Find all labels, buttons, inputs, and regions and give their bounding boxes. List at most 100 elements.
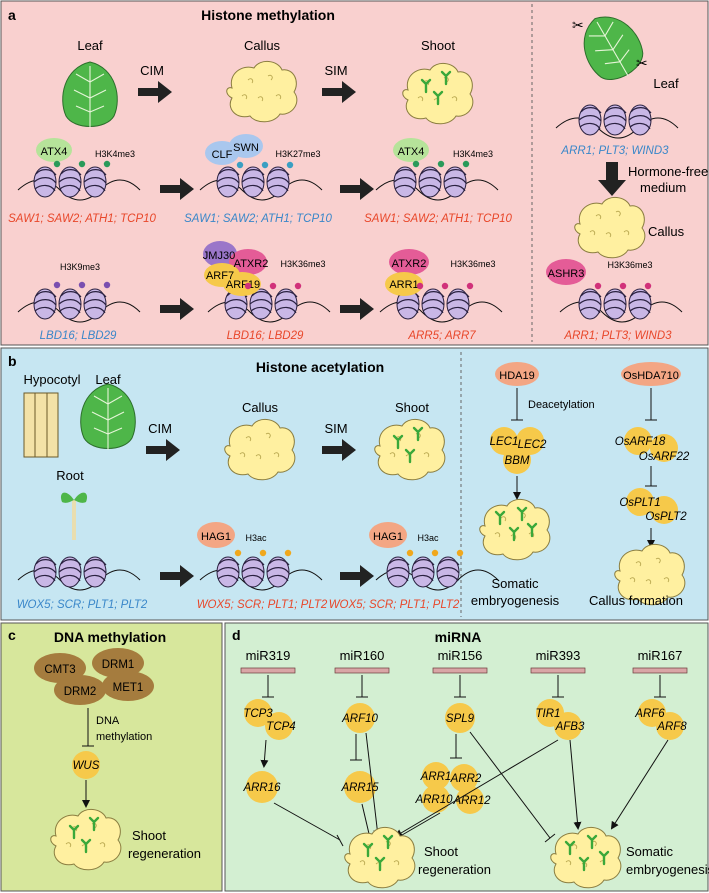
callus-formation-label: Callus formation — [589, 593, 683, 608]
panel-b-title: Histone acetylation — [256, 359, 384, 375]
osplt2-label: OsPLT2 — [645, 511, 687, 523]
chromatin-row1-shoot — [375, 166, 499, 201]
atx4-protein — [36, 138, 72, 162]
osarf-cluster — [624, 427, 678, 462]
root-icon — [60, 492, 88, 540]
arrow-row1-b — [340, 178, 374, 200]
genes-row2-leaf: LBD16; LBD29 — [40, 330, 117, 342]
shoot-icon-d — [344, 826, 416, 889]
osplt-cluster — [626, 488, 678, 524]
callus-label-b: Callus — [242, 400, 279, 415]
cmt3-label: CMT3 — [44, 664, 75, 676]
mir167: miR167 — [632, 648, 688, 674]
stage-shoot-label: Shoot — [421, 38, 455, 53]
afb3-label: AFB3 — [555, 721, 585, 733]
genes-right-bottom: ARR1; PLT3; WIND3 — [563, 330, 672, 342]
mark-h3k4me3-b: H3K4me3 — [453, 149, 493, 159]
panel-a-letter: a — [8, 7, 16, 23]
scissors-icon: ✂ — [572, 17, 584, 33]
genes-b-2: WOX5; SCR; PLT1; PLT2 — [197, 599, 328, 611]
met1-label: MET1 — [113, 682, 144, 694]
hda19-label: HDA19 — [499, 370, 534, 382]
callus-icon-b — [224, 418, 296, 481]
arrow-sim-label: SIM — [324, 63, 347, 78]
mir319: miR319 — [240, 648, 296, 674]
shoot-regen-d-1: Shoot — [424, 844, 458, 859]
arrow-row1-a — [160, 178, 194, 200]
hag1-protein — [197, 522, 235, 548]
svg-text:miR319: miR319 — [246, 648, 291, 663]
chromatin-b-1 — [17, 556, 141, 591]
jmj30-protein — [203, 241, 237, 267]
arrow-sim-label-b: SIM — [324, 421, 347, 436]
swn-protein — [229, 134, 263, 158]
arr15-label: ARR15 — [340, 782, 379, 794]
medium-label-2: medium — [640, 180, 686, 195]
ashr3-protein — [546, 259, 586, 285]
shoot-icon-b — [374, 418, 446, 481]
arf19-protein — [223, 272, 261, 296]
somatic-embryo-icon-d — [550, 826, 622, 889]
mir393: miR393 — [530, 648, 586, 674]
hda19-node — [495, 362, 539, 386]
chromatin-row1-callus — [199, 166, 323, 201]
hag1-label-2: HAG1 — [373, 531, 403, 543]
bbm-label: BBM — [505, 455, 530, 467]
mir160: miR160 — [334, 648, 390, 674]
svg-text:miR160: miR160 — [340, 648, 385, 663]
genes-row2-callus: LBD16; LBD29 — [227, 330, 304, 342]
deacetylation-label: Deacetylation — [528, 399, 595, 411]
oshda710-node — [621, 362, 681, 386]
atxr2-protein-2 — [389, 249, 429, 275]
callus-icon — [226, 60, 298, 123]
arr1-label: ARR1 — [389, 279, 418, 291]
leaf-label-b: Leaf — [95, 372, 121, 387]
arrow-cim-label: CIM — [140, 63, 164, 78]
shoot-regen-d-2: regeneration — [418, 862, 491, 877]
clf-label: CLF — [212, 149, 233, 161]
arr1-protein — [385, 272, 423, 296]
shoot-icon — [402, 62, 474, 125]
mark-h3k36me3-b: H3K36me3 — [450, 259, 495, 269]
shoot-regen-c-2: regeneration — [128, 846, 201, 861]
osarf18-label: OsARF18 — [615, 436, 666, 448]
arr16-label: ARR16 — [242, 782, 281, 794]
tir1-label: TIR1 — [536, 708, 561, 720]
mir156: miR156 — [432, 648, 488, 674]
arrow-hormone-free — [598, 162, 626, 196]
target-nodes — [244, 699, 684, 814]
arrow-sim-b — [322, 439, 356, 461]
oshda710-label: OsHDA710 — [623, 370, 679, 382]
chromatin-row1-leaf — [17, 166, 141, 201]
panel-c-title: DNA methylation — [54, 629, 166, 645]
arr12-label: ARR12 — [452, 795, 491, 807]
drm1-label: DRM1 — [102, 659, 135, 671]
drm2-label: DRM2 — [64, 686, 97, 698]
svg-text:miR156: miR156 — [438, 648, 483, 663]
mark-h3k4me3-a: H3K4me3 — [95, 149, 135, 159]
stage-leaf-label: Leaf — [77, 38, 103, 53]
chromatin-row2-shoot — [379, 288, 503, 323]
arrow-sim — [322, 81, 356, 103]
callus-icon-right — [574, 196, 646, 259]
genes-row1-shoot: SAW1; SAW2; ATH1; TCP10 — [364, 213, 512, 225]
atx4-label: ATX4 — [41, 146, 68, 158]
chromatin-row2-callus — [207, 288, 331, 323]
dna-methylation-label-1: DNA — [96, 715, 120, 727]
medium-label-1: Hormone-free — [628, 164, 708, 179]
somatic-label-2: embryogenesis — [471, 593, 560, 608]
stage-callus-label: Callus — [244, 38, 281, 53]
arrow-b-row-2 — [340, 565, 374, 587]
mark-h3k36me3-c: H3K36me3 — [607, 260, 652, 270]
mirna-row: miR319 miR160 miR156 miR393 miR167 — [240, 648, 688, 674]
right-leaf-label: Leaf — [653, 76, 679, 91]
arf6-label: ARF6 — [634, 708, 665, 720]
arrow-row2-b — [340, 298, 374, 320]
arrow-cim-b — [146, 439, 180, 461]
arf7-label: ARF7 — [206, 270, 234, 282]
wus-label: WUS — [73, 760, 100, 772]
shoot-regen-c-1: Shoot — [132, 828, 166, 843]
somatic-embryo-icon-b — [479, 498, 551, 561]
panel-b-letter: b — [8, 353, 17, 369]
tcp3-label: TCP3 — [243, 708, 273, 720]
